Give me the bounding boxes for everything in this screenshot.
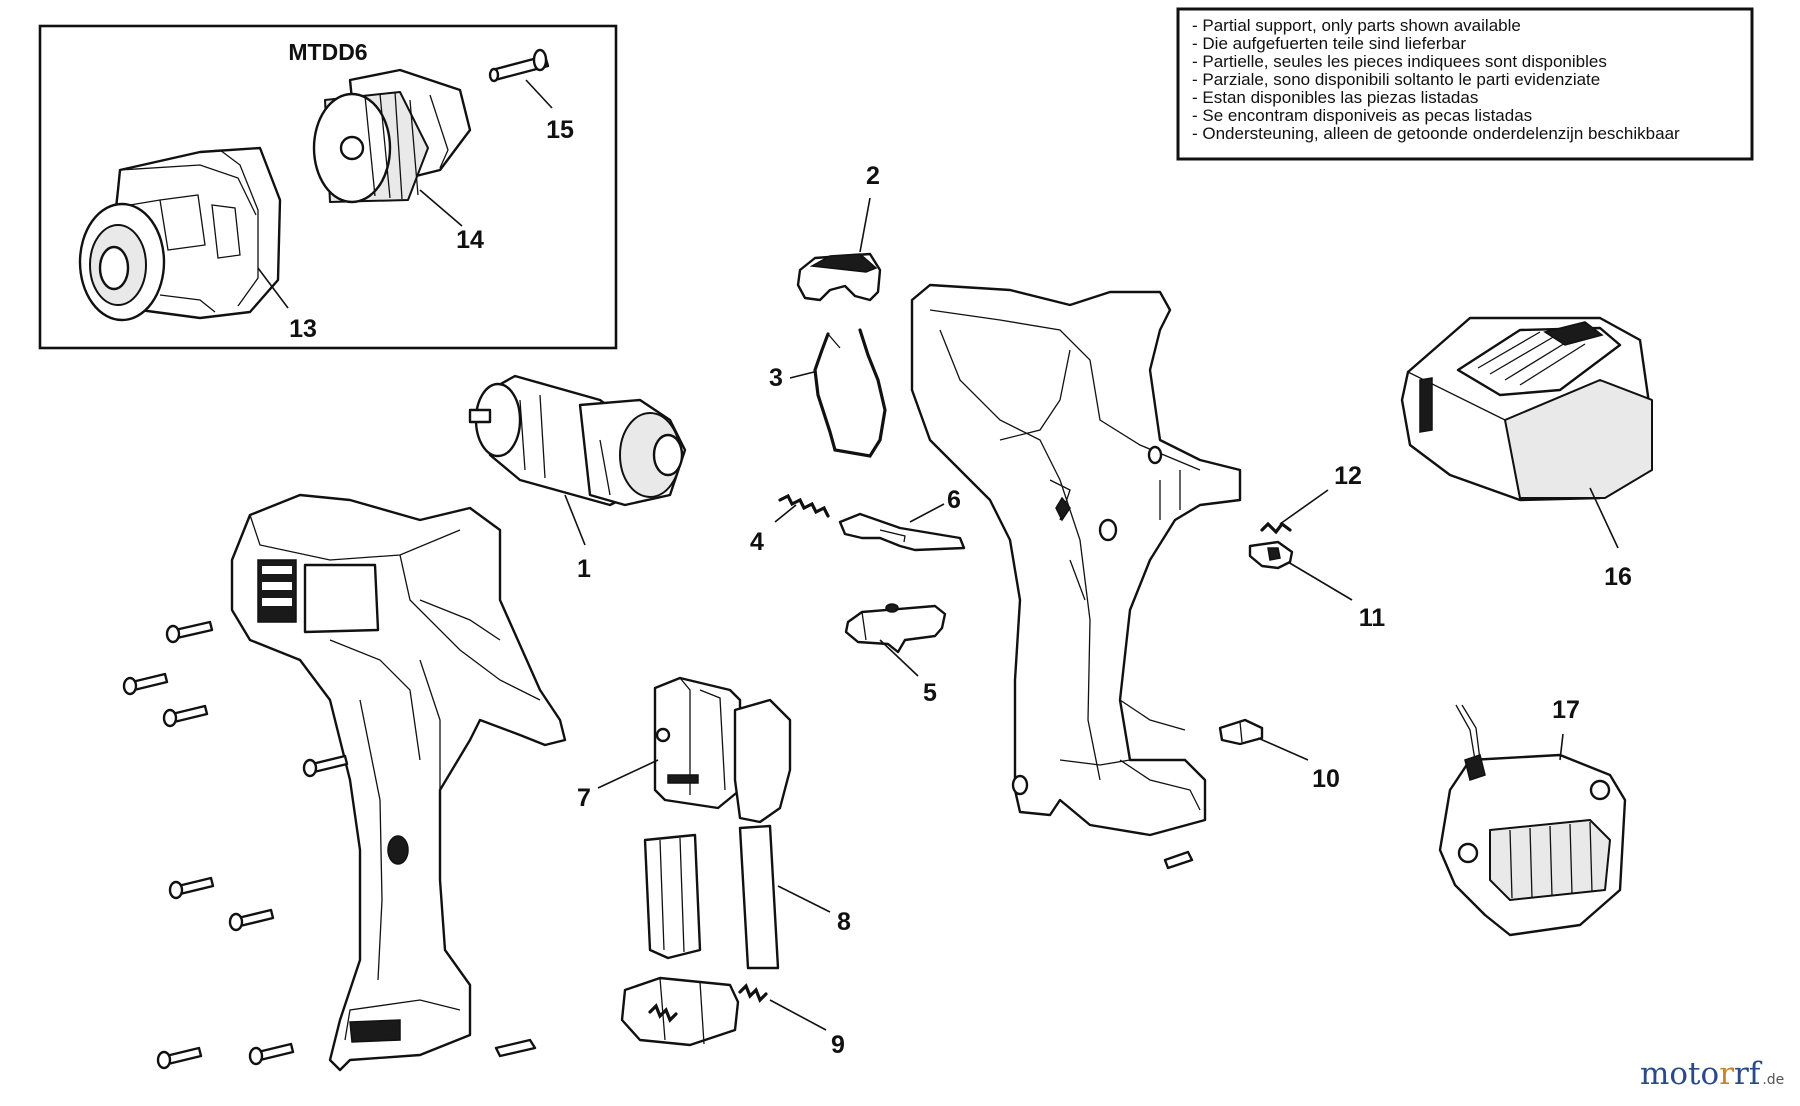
part-label-9: 9 [831, 1031, 845, 1059]
leader-17 [1559, 733, 1564, 761]
part-label-14: 14 [456, 226, 484, 254]
part-1-motor-drawing [468, 374, 687, 507]
part-label-3: 3 [769, 364, 783, 392]
housing-screw-3 [162, 704, 209, 728]
notice-line-fr: - Partielle, seules les pieces indiquees… [1192, 52, 1607, 71]
housing-screw-2 [122, 672, 169, 696]
part-12-spring-drawing [1260, 521, 1292, 535]
inset-box-mtdd6: MTDD6 13 14 [38, 24, 618, 350]
part-17-charger-drawing [1438, 704, 1627, 937]
leader-9 [769, 999, 827, 1031]
notice-line-it: - Parziale, sono disponibili soltanto le… [1192, 70, 1600, 89]
housing-screw-4 [302, 754, 349, 778]
watermark-part-b: r [1719, 1056, 1734, 1092]
part-label-1: 1 [577, 555, 591, 583]
part-6-plate-drawing [838, 512, 966, 552]
leader-13 [257, 267, 289, 309]
housing-screw-7 [156, 1046, 203, 1070]
part-label-6: 6 [947, 486, 961, 514]
watermark-logo: motorrf.de [1640, 1056, 1784, 1092]
part-label-15: 15 [546, 116, 574, 144]
part-label-2: 2 [866, 162, 880, 190]
leader-4 [774, 504, 797, 523]
part-4-spring-drawing [778, 493, 830, 518]
part-label-13: 13 [289, 315, 317, 343]
part-label-5: 5 [923, 679, 937, 707]
notice-line-de: - Die aufgefuerten teile sind lieferbar [1192, 34, 1466, 53]
leader-1 [564, 494, 586, 546]
part-label-8: 8 [837, 908, 851, 936]
leader-10 [1257, 737, 1309, 761]
part-label-11: 11 [1359, 604, 1386, 632]
leader-15 [525, 79, 553, 109]
left-housing-half-drawing [230, 493, 567, 1072]
part-13-gearbox-drawing [78, 146, 282, 322]
availability-notice: - Partial support, only parts shown avai… [1176, 7, 1754, 161]
housing-screw-6 [228, 908, 275, 932]
part-5-slider-drawing [844, 603, 947, 654]
notice-line-pt: - Se encontram disponiveis as pecas list… [1192, 106, 1532, 125]
part-7-switch-drawing [653, 676, 792, 824]
notice-line-en: - Partial support, only parts shown avai… [1192, 16, 1521, 35]
part-label-16: 16 [1604, 563, 1632, 591]
leader-11 [1287, 561, 1353, 601]
inset-title: MTDD6 [288, 39, 367, 65]
leader-5 [879, 639, 919, 677]
part-16-battery-drawing [1400, 316, 1653, 502]
part-11-latch-drawing [1248, 540, 1294, 570]
svg-text:motorrf.de: motorrf.de [1640, 1056, 1784, 1092]
part-label-17: 17 [1552, 696, 1580, 724]
notice-line-nl: - Ondersteuning, alleen de getoonde onde… [1192, 124, 1680, 143]
leader-3 [789, 371, 815, 379]
part-label-7: 7 [577, 784, 591, 812]
part-8-insulator-drawing [643, 824, 780, 970]
leader-7 [597, 759, 659, 789]
part-label-12: 12 [1334, 462, 1362, 490]
leader-12 [1279, 489, 1329, 525]
part-9-terminal-block-drawing [620, 976, 768, 1047]
part-2-button-drawing [796, 252, 882, 302]
housing-screw-1 [165, 620, 214, 644]
part-label-4: 4 [750, 528, 764, 556]
leader-16 [1589, 487, 1619, 549]
leader-2 [859, 197, 871, 253]
part-15-screw-drawing [488, 48, 550, 83]
part-label-10: 10 [1312, 765, 1340, 793]
housing-screw-8 [248, 1042, 295, 1066]
watermark-suffix: .de [1762, 1072, 1784, 1088]
watermark-part-c: rf [1734, 1056, 1763, 1092]
notice-line-es: - Estan disponibles las piezas listadas [1192, 88, 1478, 107]
small-pin-drawing [1163, 850, 1194, 870]
leader-8 [777, 885, 831, 913]
leader-6 [909, 503, 945, 523]
part-14-chuck-drawing [312, 68, 472, 204]
part-3-spring-clip-drawing [813, 328, 887, 458]
right-housing-half-drawing [910, 283, 1242, 837]
leader-14 [419, 189, 463, 227]
housing-screw-5 [168, 876, 215, 900]
watermark-part-a: moto [1640, 1056, 1719, 1092]
part-10-clip-drawing [1218, 718, 1264, 746]
